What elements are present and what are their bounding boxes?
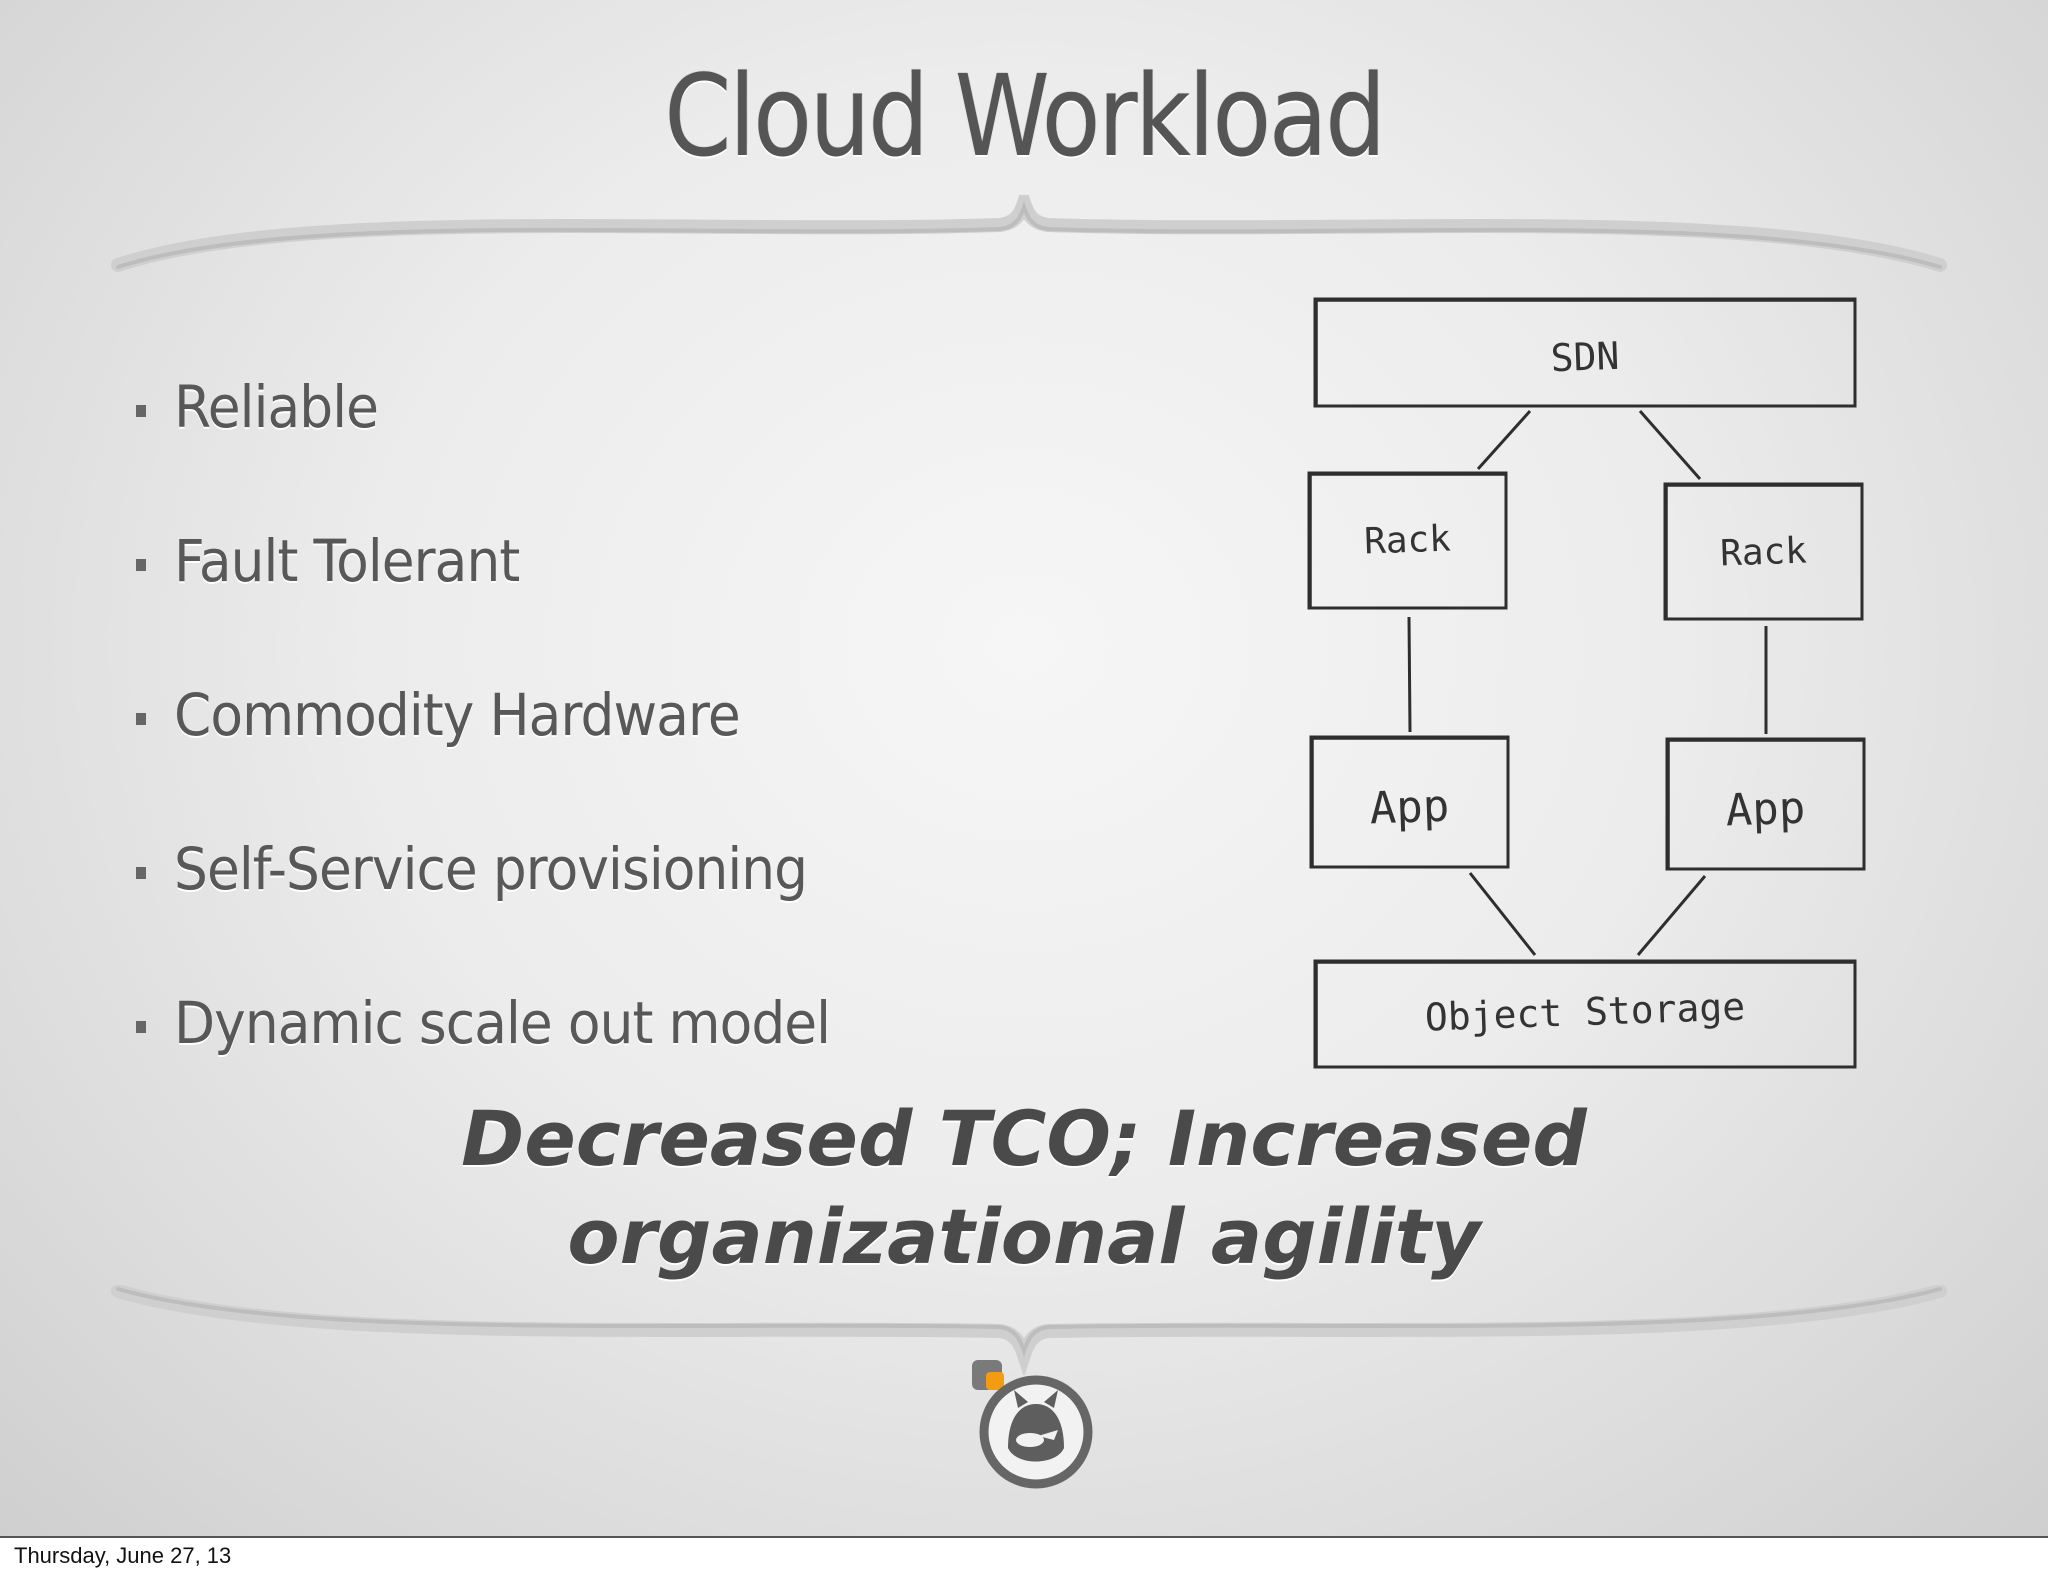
bullet-item: Commodity Hardware [136, 638, 887, 792]
slide-title: Cloud Workload [664, 52, 1386, 182]
connector-sdn-rack-right [1638, 410, 1702, 480]
bullet-text: Fault Tolerant [174, 527, 520, 595]
bullet-text: Reliable [174, 373, 379, 441]
rack-label-left: Rack [1363, 518, 1452, 563]
conclusion-statement: Decreased TCO; Increased organizational … [0, 1090, 2048, 1286]
octocat-logo-icon [972, 1360, 1093, 1489]
bullet-item: Reliable [136, 330, 887, 484]
bottom-flourish-divider [111, 1285, 1947, 1375]
slide: Cloud Workload Reliable Fault Tolerant C… [0, 0, 2048, 1536]
bullet-marker [136, 405, 146, 417]
bullet-text: Dynamic scale out model [174, 989, 831, 1057]
architecture-diagram: SDN Rack Rack App App Object Storage [1307, 297, 1866, 1069]
bullet-marker [136, 867, 146, 879]
bullet-item: Fault Tolerant [136, 484, 887, 638]
bullet-marker [136, 713, 146, 725]
conclusion-line-1: Decreased TCO; Increased [461, 1094, 1587, 1183]
bullet-marker [136, 559, 146, 571]
connector-rack-app-left [1407, 616, 1412, 733]
app-label-right: App [1724, 782, 1807, 837]
bullet-text: Commodity Hardware [174, 681, 741, 749]
connector-app-storage-right [1636, 875, 1707, 956]
connector-sdn-rack-left [1476, 409, 1532, 471]
app-label-left: App [1368, 780, 1451, 835]
slide-bottom-border [0, 1536, 2048, 1538]
bullet-marker [136, 1021, 146, 1033]
rack-label-right: Rack [1719, 530, 1808, 575]
bullet-text: Self-Service provisioning [174, 835, 808, 903]
conclusion-line-2: organizational agility [567, 1192, 1481, 1281]
bullet-item: Dynamic scale out model [136, 946, 887, 1100]
top-flourish-divider [111, 195, 1947, 272]
bullet-item: Self-Service provisioning [136, 792, 887, 946]
footer-date: Thursday, June 27, 13 [14, 1543, 232, 1568]
connector-app-storage-left [1468, 872, 1537, 956]
diagram-lines [1307, 297, 1866, 1069]
bullet-list: Reliable Fault Tolerant Commodity Hardwa… [136, 330, 887, 1100]
